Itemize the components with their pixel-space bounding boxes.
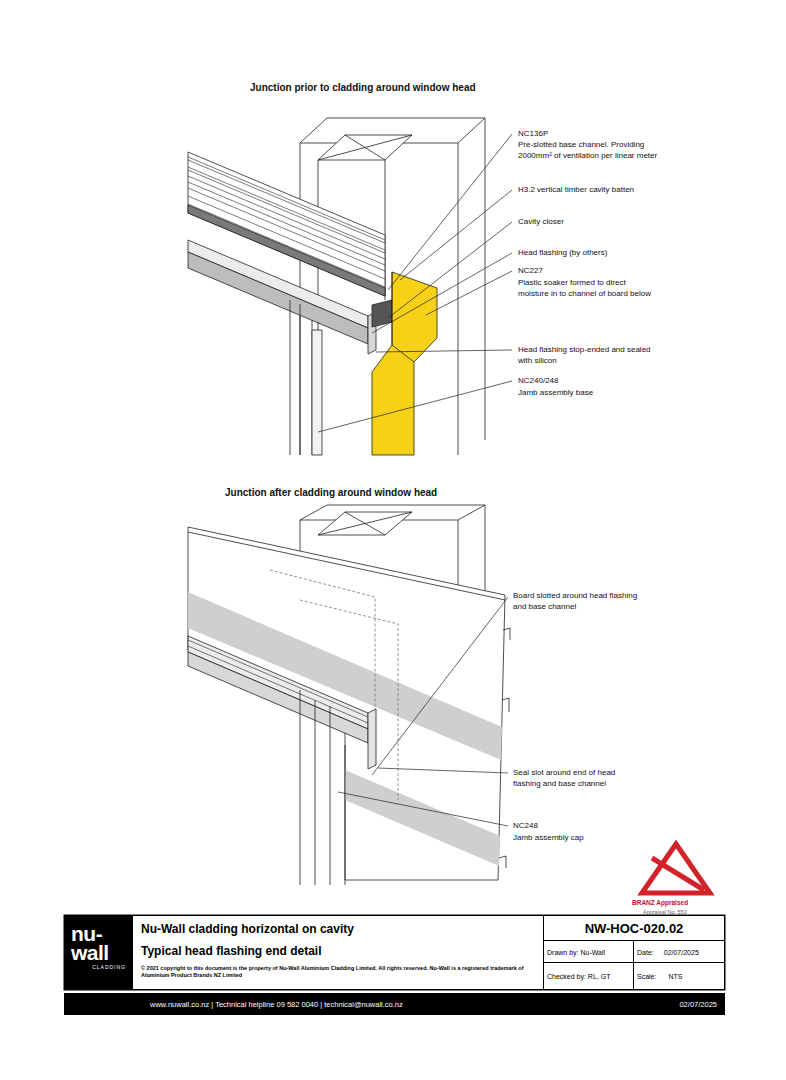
footer-bar: www.nuwall.co.nz | Technical helpline 09… xyxy=(64,993,725,1015)
node-text: Drawn by: Nu-Wall xyxy=(547,948,630,957)
top-illustration xyxy=(188,118,485,455)
callout-text: Pre-slotted base channel. Providing 2000… xyxy=(518,139,660,161)
leader-line xyxy=(388,222,512,318)
panel-shadow xyxy=(188,592,502,760)
jamb-assembly-base xyxy=(312,330,322,455)
bottom-illustration xyxy=(188,505,510,885)
panel-edge-tab xyxy=(499,628,510,868)
callout-text: H3.2 vertical timber cavity batten xyxy=(518,184,688,195)
leader-line xyxy=(426,271,512,315)
drawn-by-cell: Drawn by: Nu-Wall xyxy=(543,940,634,963)
branz-logo xyxy=(642,844,710,893)
branz-mark xyxy=(652,858,704,890)
leader-line xyxy=(372,253,512,333)
node-text: nu-wall xyxy=(71,924,123,962)
node-text: Date: xyxy=(637,948,654,955)
node-text: NW-HOC-020.02 xyxy=(544,921,724,936)
window-frame xyxy=(300,690,345,885)
callout-text: Cavity closer xyxy=(518,216,668,227)
date-cell: Date: 02/07/2025 xyxy=(633,940,725,963)
bottom-leaders xyxy=(338,597,508,826)
node-text: 02/07/2025 xyxy=(664,948,699,955)
head-flashing-stop-end xyxy=(368,709,376,769)
leader-line xyxy=(318,381,512,432)
part-code: NC136P xyxy=(518,128,668,139)
leader-line xyxy=(376,350,512,352)
logo-box: nu-wallCLADDING xyxy=(64,915,133,990)
scale-cell: Scale: NTS xyxy=(633,962,725,990)
plastic-soaker xyxy=(372,272,437,455)
head-flashing-top xyxy=(188,636,368,729)
node-text: Typical head flashing end detail xyxy=(141,944,535,958)
node-text: Checked by: RL, GT xyxy=(547,972,630,981)
leader-line xyxy=(388,134,512,290)
section-heading: Junction after cladding around window he… xyxy=(225,487,437,499)
leader-line xyxy=(378,768,508,773)
top-leaders xyxy=(318,134,512,432)
node-text: Nu-Wall cladding horizontal on cavity xyxy=(141,922,535,936)
panel-edge xyxy=(188,532,505,600)
node-text: NTS xyxy=(668,972,682,980)
head-flashing-top xyxy=(188,240,368,328)
title-cell: Nu-Wall cladding horizontal on cavityTyp… xyxy=(132,915,544,990)
drawing-number-cell: NW-HOC-020.02 xyxy=(543,915,725,941)
head-flashing-lip xyxy=(188,252,368,344)
callout-text: Jamb assembly cap xyxy=(513,832,663,843)
head-flashing-grooves xyxy=(188,640,368,723)
part-code: NC248 xyxy=(513,820,663,831)
callout-text: Jamb assembly base xyxy=(518,387,668,398)
section-heading: Junction prior to cladding around window… xyxy=(250,82,476,94)
checked-by-cell: Checked by: RL, GT xyxy=(543,962,634,990)
panel-shadow xyxy=(345,770,500,866)
callout-text: Seal slot around end of head flashing an… xyxy=(513,767,643,789)
title-block-frame xyxy=(64,915,725,990)
leader-line xyxy=(338,792,508,826)
node-text: © 2021 copyright to this document is the… xyxy=(141,965,535,979)
branz-badge-text: BRANZ Appraised xyxy=(632,899,688,907)
cladding-panel xyxy=(188,527,505,880)
head-flashing-lip xyxy=(188,652,368,743)
wall-frame xyxy=(300,118,485,455)
node-text: 02/07/2025 xyxy=(679,1000,717,1009)
soaker-fold xyxy=(392,272,414,362)
part-code: NC227 xyxy=(518,265,668,276)
callout-text: Board slotted around head flashing and b… xyxy=(513,590,643,612)
node-text: CLADDING xyxy=(71,964,126,971)
leader-line xyxy=(372,597,508,775)
batten-top xyxy=(318,512,412,535)
node-text: www.nuwall.co.nz | Technical helpline 09… xyxy=(150,1000,403,1009)
callout-text: Plastic soaker formed to direct moisture… xyxy=(518,277,658,299)
part-code: NC240/248 xyxy=(518,375,668,386)
node-text: Scale: xyxy=(637,972,656,980)
callout-text: Head flashing stop-ended and sealed with… xyxy=(518,344,658,366)
callout-text: Head flashing (by others) xyxy=(518,247,668,258)
branz-mark xyxy=(642,844,710,893)
